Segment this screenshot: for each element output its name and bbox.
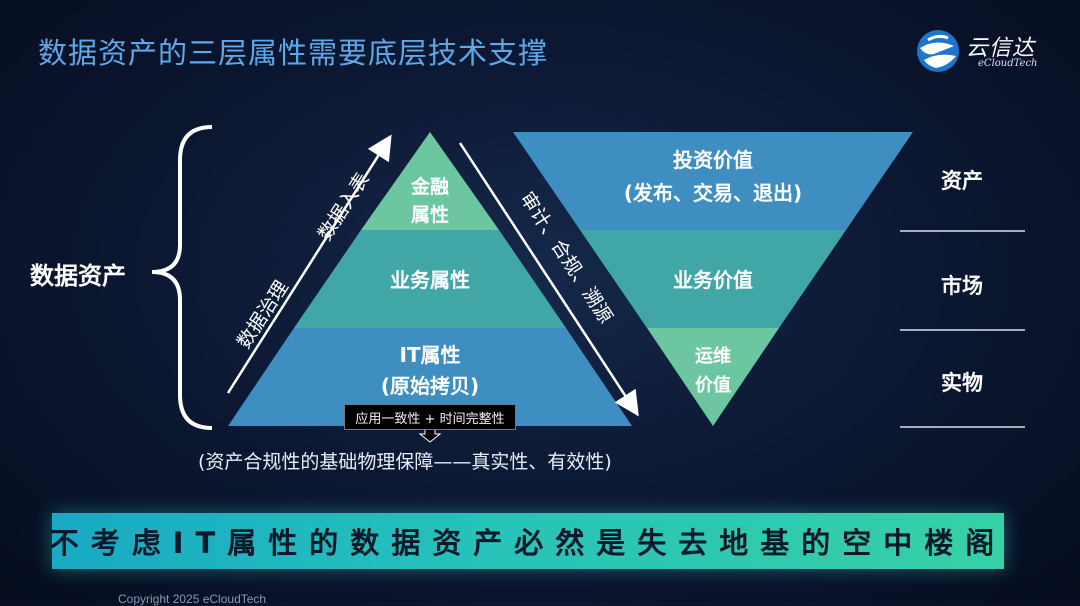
callout-arrow-icon [418,427,442,443]
inverted-bottom-label-1: 运维 [695,345,731,367]
pyramid-bottom-layer [228,328,632,426]
inverted-bottom-layer [647,328,779,426]
banner-text: 不考虑IT属性的数据资产必然是失去地基的空中楼阁 [49,526,1007,560]
right-label-market: 市场 [941,274,983,298]
inverted-top-label-2: (发布、交易、退出) [624,181,802,205]
pyramid-top-label-1: 金融 [410,175,449,198]
pyramid-middle-layer [294,230,566,328]
globe-logo-icon [917,30,959,72]
left-brace [151,125,213,430]
left-label: 数据资产 [30,262,126,290]
pyramid-top-label-2: 属性 [411,203,449,226]
inverted-middle-label: 业务价值 [673,268,753,292]
inverted-top-layer [513,132,913,230]
inverted-middle-layer [580,230,846,328]
pyramid-bottom-label-2: (原始拷贝) [381,374,479,398]
inverted-top-label-1: 投资价值 [673,148,753,172]
left-diagonal-arrow [226,134,392,394]
callout-box: 应用一致性 + 时间完整性 [344,404,516,430]
right-label-asset: 资产 [941,169,983,193]
conclusion-banner: 不考虑IT属性的数据资产必然是失去地基的空中楼阁 [49,513,1007,569]
pyramid-middle-label: 业务属性 [390,268,470,292]
arrow-label-governance: 数据治理 [233,277,293,353]
copyright-text: Copyright 2025 eCloudTech [118,592,267,606]
brand-name: 云信达 [966,36,1036,61]
brand-subtitle: eCloudTech [978,58,1038,69]
pyramid-bottom-label-1: IT属性 [399,343,460,367]
right-label-physical: 实物 [941,371,983,395]
diagram-caption: (资产合规性的基础物理保障——真实性、有效性) [198,451,612,473]
pyramid-top-layer [361,132,499,230]
right-diagonal-arrow [458,142,639,417]
page-title: 数据资产的三层属性需要底层技术支撑 [38,36,549,70]
brand-logo: 云信达 eCloudTech [914,26,1054,76]
inverted-bottom-label-2: 价值 [695,374,731,396]
